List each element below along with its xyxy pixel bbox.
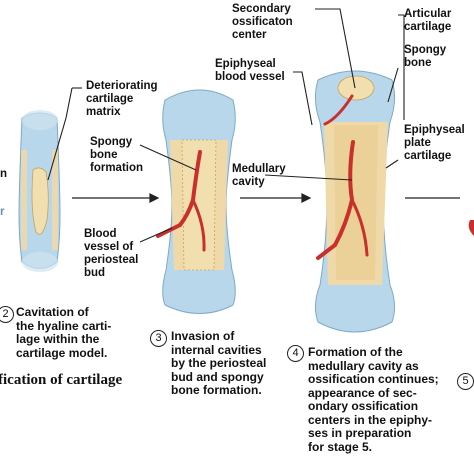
step-caption-3: Invasion of internal cavities by the per… xyxy=(171,329,267,397)
step-number-5: 5 xyxy=(457,373,474,390)
label-spongy-bone-formation: Spongy bone formation xyxy=(90,136,144,174)
label-left-partial-2: r xyxy=(0,206,5,218)
stage-arrows xyxy=(72,193,460,203)
label-secondary-ossification-center: Secondary ossificaton center xyxy=(232,3,293,41)
label-epiphyseal-plate-cartilage: Epiphyseal plate cartilage xyxy=(404,124,465,162)
step-caption-4: Formation of the medullary cavity as oss… xyxy=(308,345,439,454)
step-number-4: 4 xyxy=(287,345,304,362)
step-number-3: 3 xyxy=(150,330,167,347)
bone-stage-2 xyxy=(18,110,61,272)
label-medullary-cavity: Medullary cavity xyxy=(232,163,286,188)
leader-lines xyxy=(47,8,405,243)
bone-stage-5-partial xyxy=(468,220,474,236)
label-articular-cartilage: Articular cartilage xyxy=(404,8,452,33)
label-spongy-bone: Spongy bone xyxy=(404,44,447,69)
step-number-2: 2 xyxy=(0,306,14,323)
bone-stage-4 xyxy=(314,70,396,333)
step-caption-2: Cavitation of the hyaline carti- lage wi… xyxy=(16,305,112,360)
label-periosteal-bud-vessel: Blood vessel of periosteal bud xyxy=(84,228,139,279)
label-epiphyseal-blood-vessel: Epiphyseal blood vessel xyxy=(215,58,285,83)
bone-stage-3 xyxy=(156,89,236,314)
label-deteriorating-matrix: Deteriorating cartilage matrix xyxy=(86,80,158,118)
label-left-partial-1: n xyxy=(0,168,8,180)
figure-title: fication of cartilage xyxy=(0,372,123,388)
